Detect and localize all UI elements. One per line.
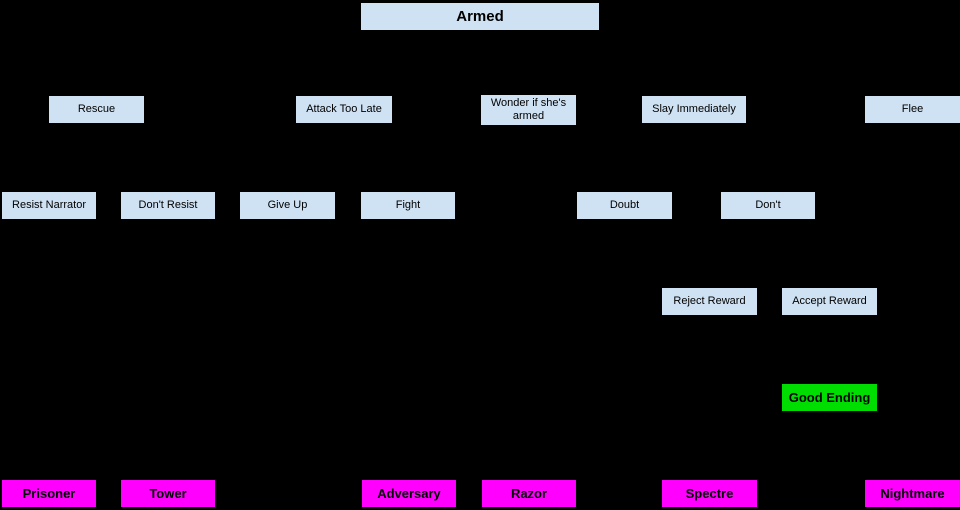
razor-node: Razor (482, 480, 576, 507)
nightmare-node: Nightmare (865, 480, 960, 507)
resist-narrator-node: Resist Narrator (2, 192, 96, 219)
reject-reward-node: Reject Reward (662, 288, 757, 315)
dont-resist-node: Don't Resist (121, 192, 215, 219)
good-ending-node: Good Ending (782, 384, 877, 411)
doubt-node: Doubt (577, 192, 672, 219)
spectre-node: Spectre (662, 480, 757, 507)
prisoner-node: Prisoner (2, 480, 96, 507)
fight-node: Fight (361, 192, 455, 219)
tower-node: Tower (121, 480, 215, 507)
rescue-node: Rescue (49, 96, 144, 123)
adversary-node: Adversary (362, 480, 456, 507)
attack-too-late-node: Attack Too Late (296, 96, 392, 123)
slay-immediately-node: Slay Immediately (642, 96, 746, 123)
flee-node: Flee (865, 96, 960, 123)
wonder-if-armed-node: Wonder if she's armed (481, 95, 576, 125)
give-up-node: Give Up (240, 192, 335, 219)
armed-node: Armed (361, 3, 599, 30)
accept-reward-node: Accept Reward (782, 288, 877, 315)
dont-node: Don't (721, 192, 815, 219)
